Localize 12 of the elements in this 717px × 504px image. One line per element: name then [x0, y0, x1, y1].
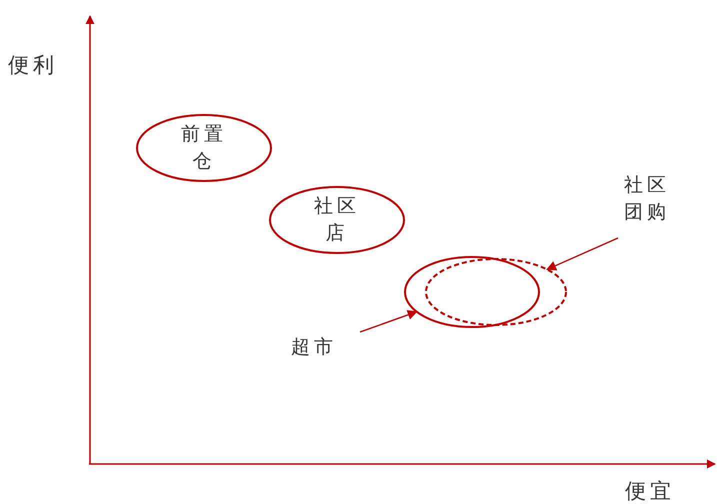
ellipse: [424, 257, 568, 327]
callout-text: 超市: [288, 333, 340, 361]
ellipse: [135, 113, 273, 183]
ellipse: [268, 185, 406, 255]
leader-arrow: [546, 237, 618, 270]
callout-text: 社区团购: [616, 170, 678, 228]
x-axis-label: 便宜: [625, 478, 675, 504]
y-axis-label: 便利: [8, 52, 58, 79]
ellipse-label: 社区店: [313, 194, 361, 246]
leader-arrow: [360, 310, 418, 333]
ellipse: [403, 255, 541, 329]
ellipse-label: 前置仓: [180, 122, 228, 174]
